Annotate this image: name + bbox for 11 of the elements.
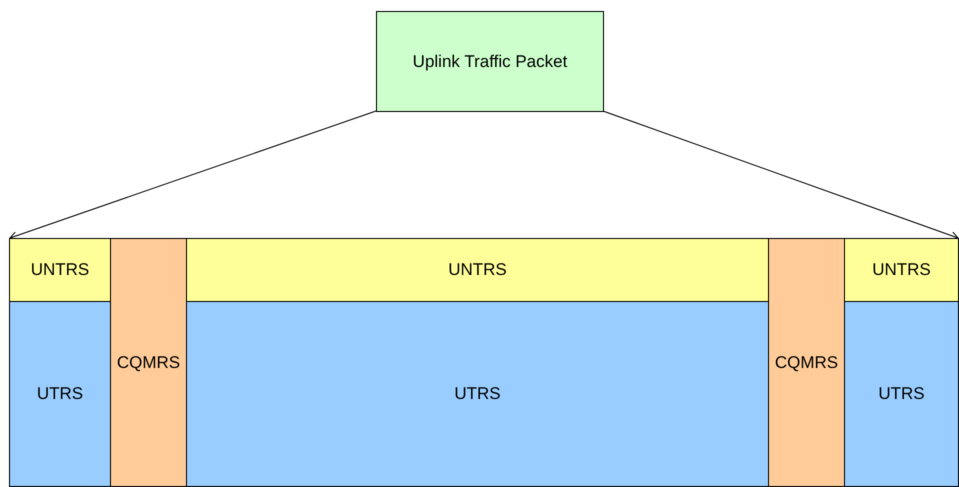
cqmrs-field: CQMRS (768, 238, 845, 487)
utrs-field: UTRS (186, 301, 769, 487)
utrs-field: UTRS (844, 301, 959, 487)
packet-box: Uplink Traffic Packet (376, 11, 604, 112)
cqmrs-field: CQMRS (110, 238, 187, 487)
connector-arrow (602, 110, 958, 240)
untrs-field: UNTRS (844, 238, 959, 302)
untrs-field: UNTRS (9, 238, 111, 302)
connector-arrow (10, 110, 376, 240)
utrs-field: UTRS (9, 301, 111, 487)
untrs-field: UNTRS (186, 238, 769, 302)
